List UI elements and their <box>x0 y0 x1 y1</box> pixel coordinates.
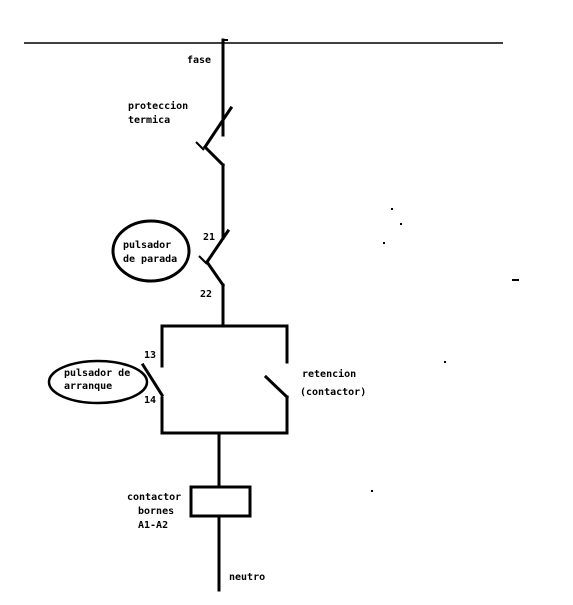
label-terminal-14: 14 <box>144 395 156 406</box>
label-contactor-line1: contactor <box>127 492 181 503</box>
holding-contact <box>263 374 290 400</box>
label-fase: fase <box>187 55 211 66</box>
label-terminal-21: 21 <box>203 232 215 243</box>
label-neutro: neutro <box>229 572 265 583</box>
stop-pushbutton-contact <box>198 228 231 288</box>
stray-dots <box>371 208 519 492</box>
label-proteccion-line1: proteccion <box>128 100 188 112</box>
label-contactor-line2: bornes <box>138 506 174 517</box>
label-arranque-line2: arranque <box>64 381 112 392</box>
label-terminal-22: 22 <box>200 289 212 300</box>
label-arranque-line1: pulsador de <box>64 368 130 379</box>
start-pushbutton-contact <box>140 362 165 398</box>
label-parada-line1: pulsador <box>123 240 171 251</box>
label-contactor-line3: A1-A2 <box>138 520 168 531</box>
contactor-coil <box>189 485 252 518</box>
label-parada-line2: de parada <box>123 254 177 265</box>
label-proteccion-line2: termica <box>128 114 170 126</box>
thermal-protection-contact <box>195 105 234 168</box>
label-retencion-line2: (contactor) <box>300 387 366 398</box>
start-button-circle <box>47 359 149 405</box>
label-terminal-13: 13 <box>144 350 156 361</box>
label-retencion-line1: retencion <box>302 368 356 380</box>
stop-button-circle <box>111 219 191 283</box>
